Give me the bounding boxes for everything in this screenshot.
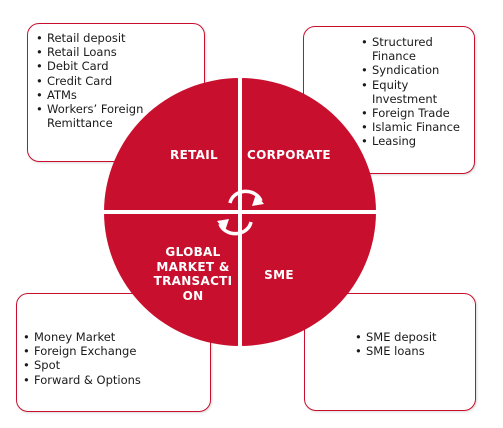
list-item: Syndication <box>361 63 474 77</box>
list-item: Credit Card <box>36 74 204 88</box>
global-market-quadrant <box>104 212 240 346</box>
list-item: Money Market <box>23 330 210 344</box>
list-item: Islamic Finance <box>361 120 474 134</box>
global-market-label: GLOBAL MARKET & TRANSACTI ON <box>150 245 236 303</box>
sme-products-list: SME deposit SME loans <box>355 330 475 359</box>
retail-quadrant <box>104 78 240 212</box>
corporate-quadrant <box>240 78 376 212</box>
global-market-label-line: MARKET & <box>156 259 230 274</box>
list-item: Spot <box>23 358 210 372</box>
corporate-products-list: Structured Finance Syndication Equity In… <box>361 35 474 149</box>
list-item: Retail Loans <box>36 45 204 59</box>
corporate-label: CORPORATE <box>247 148 331 162</box>
list-item: Debit Card <box>36 59 204 73</box>
list-item: SME deposit <box>355 330 475 344</box>
sme-products-box: SME deposit SME loans <box>304 293 476 411</box>
sme-quadrant <box>240 212 376 346</box>
list-item: Leasing <box>361 134 474 148</box>
global-market-label-line: TRANSACTI <box>153 274 233 288</box>
list-item: Foreign Exchange <box>23 344 210 358</box>
list-item: ATMs <box>36 88 204 102</box>
list-item: Workers’ Foreign Remittance <box>36 102 204 130</box>
retail-products-list: Retail deposit Retail Loans Debit Card C… <box>36 31 204 130</box>
global-market-label-line: ON <box>182 288 204 303</box>
global-market-products-list: Money Market Foreign Exchange Spot Forwa… <box>23 330 210 387</box>
list-item: Forward & Options <box>23 373 210 387</box>
retail-products-box: Retail deposit Retail Loans Debit Card C… <box>27 23 205 162</box>
sme-label: SME <box>264 268 294 282</box>
cycle-arrows-icon <box>217 189 264 236</box>
list-item: SME loans <box>355 344 475 358</box>
list-item: Structured Finance <box>361 35 474 63</box>
list-item: Equity Investment <box>361 78 474 106</box>
retail-label: RETAIL <box>170 148 218 162</box>
list-item: Retail deposit <box>36 31 204 45</box>
list-item: Foreign Trade <box>361 106 474 120</box>
global-market-label-line: GLOBAL <box>165 245 221 259</box>
